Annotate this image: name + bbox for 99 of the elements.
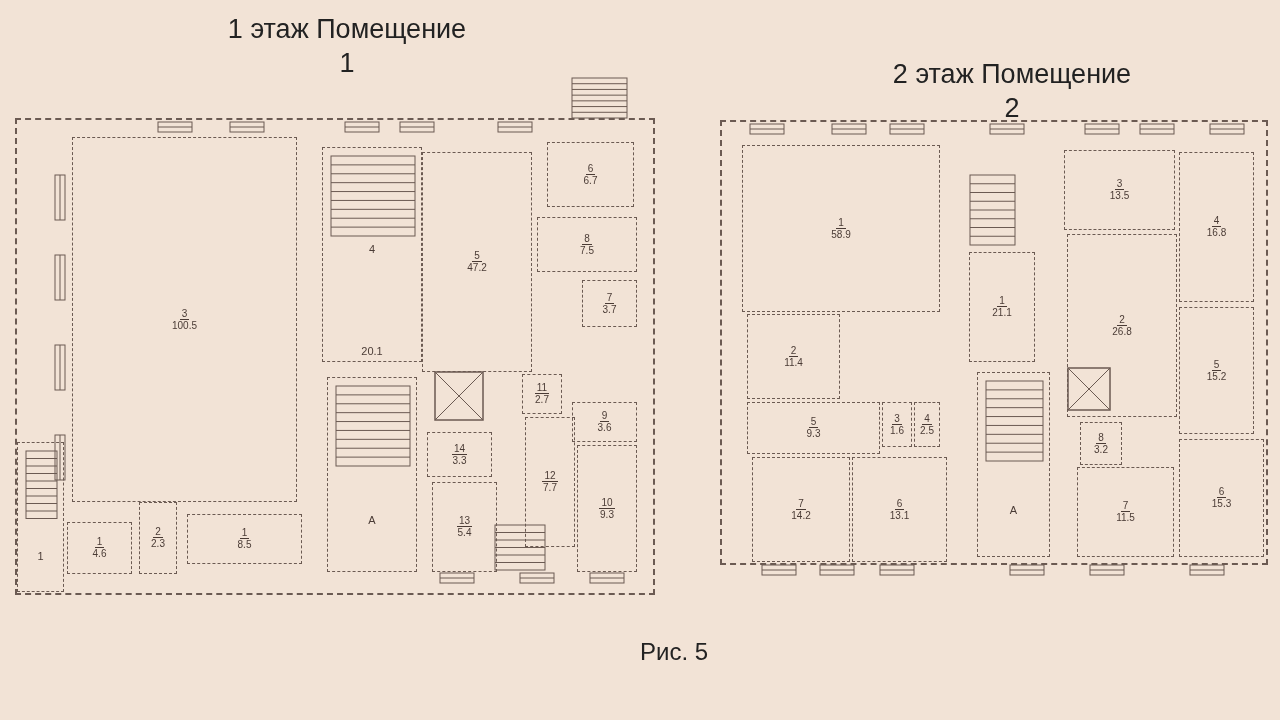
room-number: 2 — [788, 344, 799, 357]
floor-heading: 1 этаж Помещение 1 — [226, 13, 468, 80]
floor-heading: 2 этаж Помещение 2 — [891, 58, 1133, 125]
room-outline — [747, 314, 840, 399]
room-number: 5 — [472, 250, 482, 262]
room-outline — [537, 217, 637, 272]
room-outline — [139, 502, 177, 574]
room-outline — [577, 445, 637, 572]
room-area: 13.5 — [1109, 190, 1130, 202]
room-number: 11 — [534, 382, 550, 394]
room-number: 5 — [808, 416, 819, 428]
stairwell-letter: 20.1 — [361, 344, 383, 357]
room-number: 2 — [153, 526, 163, 538]
room-outline — [1064, 150, 1175, 230]
stairwell-outline — [977, 372, 1050, 557]
room-area: 2.7 — [535, 394, 549, 406]
room-area: 16.8 — [1206, 227, 1227, 239]
room-number: 4 — [1211, 215, 1222, 227]
room-outline — [522, 374, 562, 414]
room-outline — [882, 402, 912, 447]
stairwell-outline — [327, 377, 417, 572]
room-number: 10 — [599, 496, 615, 509]
room-number: 8 — [1096, 431, 1106, 444]
room-area: 15.2 — [1206, 370, 1227, 383]
room-area: 7.5 — [580, 244, 594, 257]
room-outline — [67, 522, 132, 574]
room-number: 3 — [179, 307, 190, 320]
room-outline — [1179, 152, 1254, 302]
stairwell-letter: А — [368, 513, 376, 526]
room-number: 8 — [582, 232, 592, 245]
room-number: 6 — [894, 497, 905, 510]
room-outline — [742, 145, 940, 312]
room-area: 3.2 — [1094, 443, 1108, 456]
room-area: 2.3 — [151, 538, 165, 550]
stairwell-outline — [322, 147, 422, 362]
room-outline — [525, 417, 575, 547]
room-outline — [914, 402, 940, 447]
room-outline — [752, 457, 850, 562]
room-number: 2 — [1117, 313, 1127, 326]
room-number: 1 — [836, 216, 846, 229]
room-area: 21.1 — [992, 307, 1012, 319]
room-area: 11.5 — [1116, 512, 1135, 524]
room-outline — [187, 514, 302, 564]
room-area: 3.7 — [602, 303, 617, 316]
room-area: 26.8 — [1112, 325, 1132, 338]
stairwell-letter: 4 — [368, 242, 376, 255]
room-area: 100.5 — [172, 319, 197, 332]
room-outline — [969, 252, 1035, 362]
room-area: 2.5 — [920, 424, 934, 437]
room-area: 3.6 — [597, 422, 612, 434]
room-number: 7 — [1120, 500, 1131, 512]
figure-caption: Рис. 5 — [640, 638, 709, 666]
room-area: 11.4 — [784, 356, 803, 369]
room-number: 4 — [922, 412, 932, 425]
room-outline — [582, 280, 637, 327]
room-area: 58.9 — [831, 228, 851, 241]
room-outline — [432, 482, 497, 572]
room-outline — [1080, 422, 1122, 465]
room-number: 14 — [451, 442, 468, 455]
room-number: 3 — [1114, 178, 1125, 190]
room-area: 6.7 — [583, 174, 598, 187]
room-number: 13 — [456, 515, 473, 527]
room-area: 13.1 — [889, 509, 910, 522]
room-area: 5.4 — [457, 527, 472, 539]
room-area: 9.3 — [600, 508, 614, 521]
room-number: 6 — [1216, 486, 1227, 498]
stairwell-letter: А — [1009, 503, 1018, 516]
room-area: 1.6 — [890, 424, 904, 437]
room-outline — [1077, 467, 1174, 557]
room-outline — [547, 142, 634, 207]
room-outline — [427, 432, 492, 477]
room-number: 7 — [796, 497, 806, 510]
room-outline — [572, 402, 637, 442]
room-number: 3 — [892, 412, 902, 425]
room-outline — [72, 137, 297, 502]
stairwell-letter: 1 — [37, 549, 44, 562]
room-outline — [852, 457, 947, 562]
room-number: 5 — [1211, 358, 1222, 371]
room-outline — [422, 152, 532, 372]
room-outline — [1179, 439, 1264, 557]
room-area: 4.6 — [92, 548, 107, 560]
room-area: 47.2 — [467, 262, 487, 274]
room-area: 3.3 — [452, 454, 467, 467]
room-area: 8.5 — [237, 539, 252, 551]
room-number: 1 — [94, 536, 105, 548]
room-number: 7 — [604, 291, 615, 304]
room-number: 12 — [542, 470, 558, 482]
room-number: 1 — [997, 295, 1007, 307]
room-number: 1 — [239, 527, 250, 539]
room-area: 14.2 — [791, 509, 811, 522]
room-number: 6 — [585, 162, 596, 175]
room-outline — [747, 402, 880, 454]
room-area: 7.7 — [543, 482, 557, 494]
stairwell-outline — [17, 442, 64, 592]
room-outline — [1179, 307, 1254, 434]
room-number: 9 — [599, 410, 610, 422]
room-area: 9.3 — [806, 428, 821, 440]
room-outline — [1067, 234, 1177, 417]
room-area: 15.3 — [1211, 498, 1232, 510]
